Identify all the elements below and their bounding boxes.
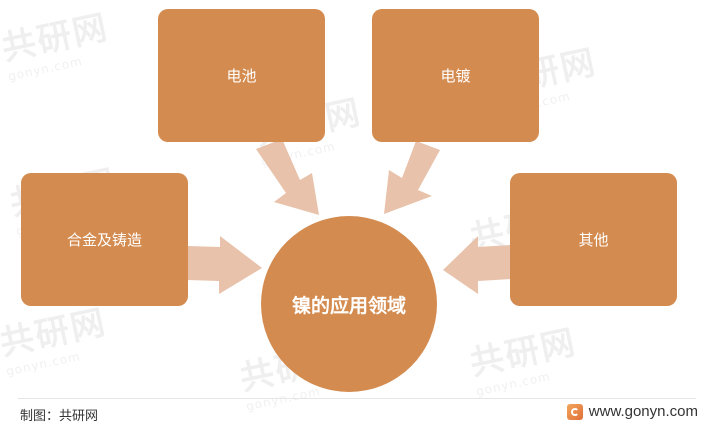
- arrow-from-other: [443, 236, 510, 294]
- node-alloy-casting-label: 合金及铸造: [66, 231, 142, 249]
- footer-site-url[interactable]: www.gonyn.com: [588, 403, 698, 420]
- arrow-from-alloy: [188, 236, 262, 294]
- node-other-label: 其他: [578, 231, 609, 249]
- node-battery-label: 电池: [226, 67, 257, 85]
- center-node-label: 镍的应用领域: [291, 294, 406, 317]
- gonyn-logo-icon: [566, 403, 583, 420]
- footer-site: www.gonyn.com: [566, 403, 698, 420]
- footer-credit: 制图：共研网: [20, 409, 99, 424]
- node-battery: 电池: [158, 9, 325, 142]
- node-alloy-casting: 合金及铸造: [21, 173, 188, 306]
- arrow-from-electroplating: [384, 141, 440, 214]
- node-other: 其他: [510, 173, 677, 306]
- footer-divider: [18, 398, 696, 399]
- node-electroplating-label: 电镀: [440, 67, 471, 85]
- arrow-from-battery: [256, 139, 319, 215]
- node-electroplating: 电镀: [372, 9, 539, 142]
- center-node: 镍的应用领域: [261, 216, 437, 392]
